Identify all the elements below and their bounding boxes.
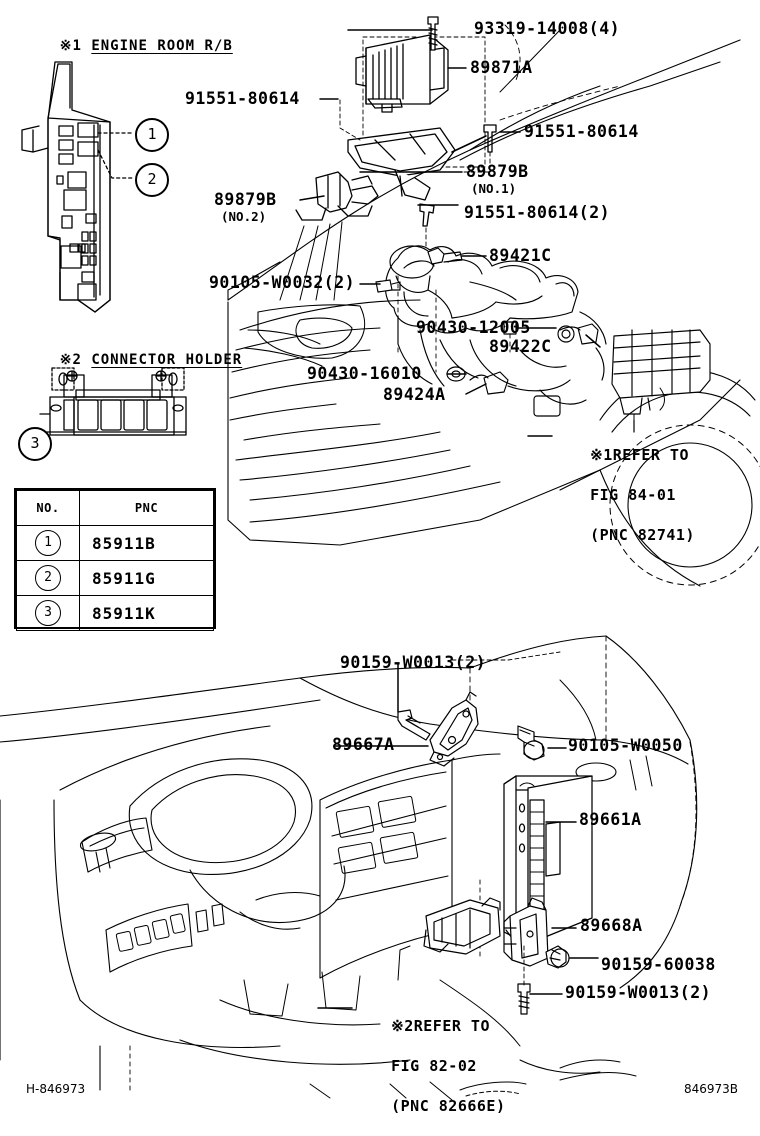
bracket-89879b-no2-art bbox=[279, 171, 379, 301]
part-label-90159-60038: 90159-60038 bbox=[601, 955, 716, 974]
section-marker-2: ※2 bbox=[59, 352, 82, 368]
part-label-89661a: 89661A bbox=[579, 810, 642, 829]
table-cell-pnc: 85911B bbox=[79, 525, 214, 561]
table-cell-no: 2 bbox=[16, 560, 80, 596]
refer-note-fig-82-02: ※2REFER TO FIG 82-02 (PNC 82666E) bbox=[353, 996, 506, 1136]
refer-line2-2: FIG 82-02 bbox=[391, 1057, 477, 1075]
callout-number-2: 2 bbox=[135, 163, 169, 197]
refer-line3-1: (PNC 82741) bbox=[590, 526, 695, 544]
bracket-89667a-art bbox=[397, 691, 545, 767]
connector-holder-art bbox=[39, 367, 187, 436]
part-sublabel-89879b-no1: (NO.1) bbox=[471, 181, 517, 196]
part-label-90159-w0013-bottom: 90159-W0013(2) bbox=[565, 983, 712, 1002]
table-cell-no: 3 bbox=[16, 595, 80, 631]
part-label-90430-16010: 90430-16010 bbox=[307, 364, 422, 383]
callout-number-3: 3 bbox=[18, 427, 52, 461]
part-label-91551-80614-mid: 91551-80614 bbox=[524, 122, 639, 141]
footer-code-right: 846973B bbox=[684, 1082, 739, 1096]
part-label-91551-80614-2: 91551-80614(2) bbox=[464, 203, 611, 222]
row-number-circle: 3 bbox=[35, 600, 61, 626]
relay-89871a-art bbox=[347, 16, 497, 201]
refer-marker-1: ※1 bbox=[590, 446, 613, 464]
footer-code-left: H-846973 bbox=[26, 1082, 86, 1096]
table-header-pnc: PNC bbox=[79, 490, 214, 526]
part-label-89421c: 89421C bbox=[489, 246, 552, 265]
table-cell-no: 1 bbox=[16, 525, 80, 561]
refer-line1-1: REFER TO bbox=[612, 446, 689, 464]
table-row: 3 85911K bbox=[16, 595, 214, 631]
refer-note-fig-84-01: ※1REFER TO FIG 84-01 (PNC 82741) bbox=[552, 425, 695, 565]
engine-assembly-art bbox=[375, 245, 607, 417]
part-label-89871a: 89871A bbox=[470, 58, 533, 77]
table-row: 2 85911G bbox=[16, 560, 214, 596]
leader-lines-lower bbox=[317, 435, 599, 1009]
section-marker-1: ※1 bbox=[59, 38, 82, 54]
table-row: 1 85911B bbox=[16, 525, 214, 561]
diagram-artwork bbox=[0, 16, 760, 1101]
table-cell-pnc: 85911K bbox=[79, 595, 214, 631]
part-label-93319-14008: 93319-14008(4) bbox=[474, 19, 621, 38]
section-heading-connector-holder: ※2 CONNECTOR HOLDER bbox=[22, 336, 242, 384]
part-label-89879b-no2: 89879B bbox=[214, 190, 277, 209]
refer-line2-1: FIG 84-01 bbox=[590, 486, 676, 504]
refer-line3-2: (PNC 82666E) bbox=[391, 1097, 506, 1115]
table-header-no: NO. bbox=[16, 490, 80, 526]
leader-lines-upper bbox=[299, 29, 635, 433]
table-cell-pnc: 85911G bbox=[79, 560, 214, 596]
refer-marker-2: ※2 bbox=[391, 1017, 414, 1035]
row-number-circle: 1 bbox=[35, 530, 61, 556]
part-label-89879b-no1: 89879B bbox=[466, 162, 529, 181]
ecu-89661a-art bbox=[503, 775, 593, 945]
row-number-circle: 2 bbox=[35, 565, 61, 591]
part-label-89667a: 89667A bbox=[332, 735, 395, 754]
part-label-89668a: 89668A bbox=[580, 916, 643, 935]
bracket-89668a-art bbox=[397, 897, 570, 1015]
part-label-90430-12005: 90430-12005 bbox=[416, 318, 531, 337]
callout-number-1: 1 bbox=[135, 118, 169, 152]
section-heading-engine-room-rb: ※1 ENGINE ROOM R/B bbox=[22, 22, 233, 70]
part-label-90105-w0050: 90105-W0050 bbox=[568, 736, 683, 755]
part-sublabel-89879b-no2: (NO.2) bbox=[221, 209, 267, 224]
part-label-89422c: 89422C bbox=[489, 337, 552, 356]
vehicle-body-upper-art bbox=[227, 24, 760, 587]
part-label-90105-w0032: 90105-W0032(2) bbox=[209, 273, 356, 292]
section-title-1: ENGINE ROOM R/B bbox=[91, 38, 233, 54]
table-header-row: NO. PNC bbox=[16, 490, 214, 526]
screw-91551-2-art bbox=[419, 203, 435, 227]
section-title-2: CONNECTOR HOLDER bbox=[91, 352, 243, 368]
part-label-91551-80614-top: 91551-80614 bbox=[185, 89, 300, 108]
parts-diagram-page: ※1 ENGINE ROOM R/B ※2 CONNECTOR HOLDER 1… bbox=[0, 16, 760, 1115]
part-label-89424a: 89424A bbox=[383, 385, 446, 404]
engine-room-relay-block-art bbox=[21, 61, 133, 313]
pnc-table: NO. PNC 1 85911B 2 85911G 3 85911K bbox=[14, 488, 216, 631]
refer-line1-2: REFER TO bbox=[413, 1017, 490, 1035]
part-label-90159-w0013-top: 90159-W0013(2) bbox=[340, 653, 487, 672]
engine-bay-ecu-art bbox=[611, 329, 711, 431]
dashboard-art bbox=[0, 635, 698, 1093]
